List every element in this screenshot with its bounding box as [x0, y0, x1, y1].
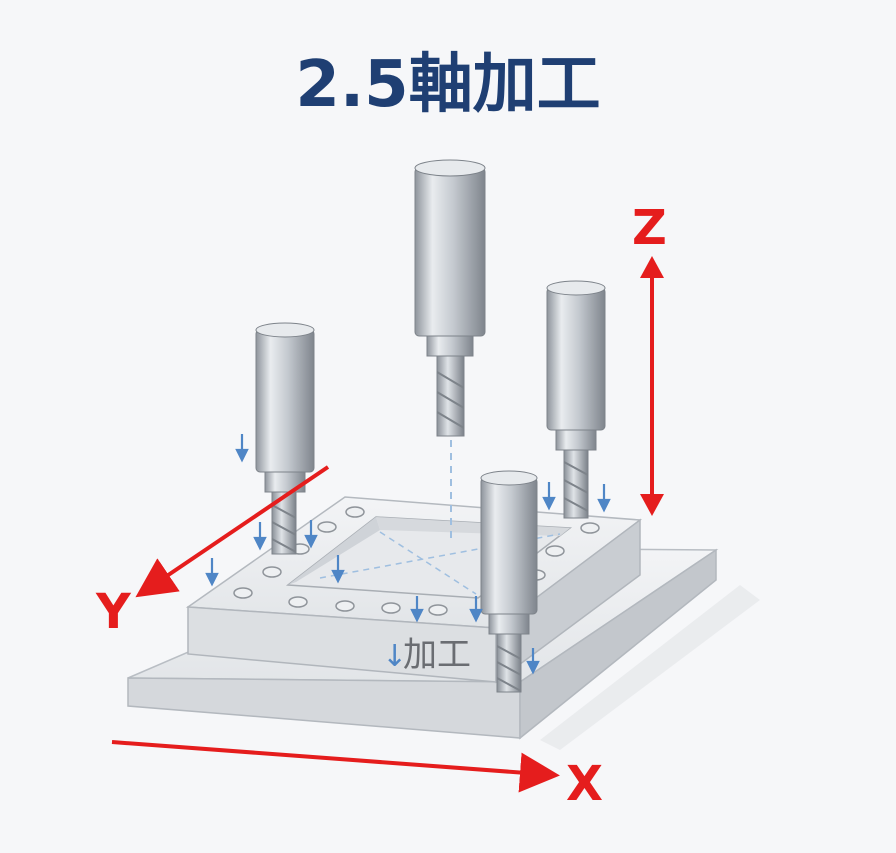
z-axis-head-down	[640, 494, 664, 516]
axis-arrows	[111, 256, 664, 793]
end-mill-left	[255, 322, 315, 555]
down-arrow-icon	[253, 522, 267, 551]
hole	[428, 604, 448, 616]
hole	[317, 521, 337, 533]
page-title: 2.5軸加工	[295, 48, 600, 122]
annotation-arrow-icon: ↓	[382, 639, 407, 674]
end-mill-front	[480, 470, 538, 693]
down-arrow-icon	[331, 555, 345, 584]
z-axis-head-up	[640, 256, 664, 278]
down-arrow-icon	[410, 596, 424, 623]
y-axis-label: Y	[95, 584, 132, 640]
x-axis-label: X	[566, 756, 603, 812]
x-axis-arrow	[111, 740, 560, 793]
end-mill-right	[546, 280, 606, 519]
end-mill-center	[414, 159, 486, 437]
down-arrow-icon	[597, 484, 611, 513]
feed-arrows	[205, 434, 611, 675]
drill-holes	[233, 506, 600, 616]
down-arrow-icon	[542, 482, 556, 511]
hole	[233, 587, 253, 599]
annotation-label: 加工	[403, 635, 471, 675]
hole	[335, 600, 355, 612]
down-arrow-icon	[304, 520, 318, 549]
down-arrow-icon	[235, 434, 249, 463]
hole	[580, 522, 600, 534]
hole	[288, 596, 308, 608]
hole	[545, 545, 565, 557]
y-axis-arrow	[135, 465, 330, 598]
down-arrow-icon	[526, 648, 540, 675]
down-arrow-icon	[469, 596, 483, 623]
hole	[262, 566, 282, 578]
hole	[345, 506, 365, 518]
down-arrow-icon	[205, 558, 219, 587]
z-axis-label: Z	[632, 200, 667, 256]
hole	[381, 602, 401, 614]
